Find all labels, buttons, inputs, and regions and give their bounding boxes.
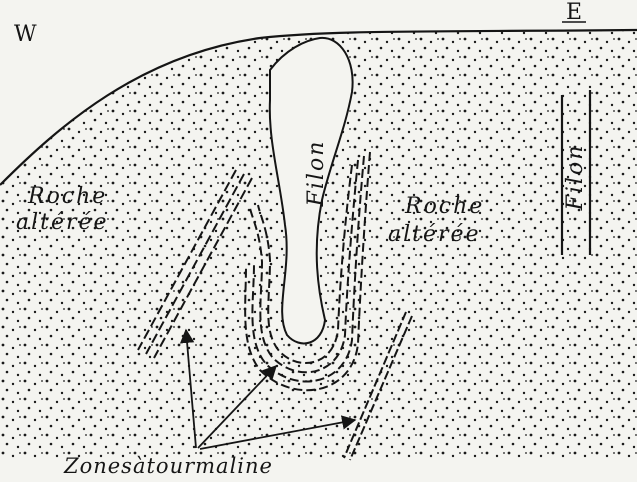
altered-rock-left-line1: Roche [28,186,107,208]
altered-rock-left-line2: altérée [16,212,109,234]
tourmaline-zones-label: Zonesàtourmaline [64,456,273,477]
east-label: E [566,2,582,24]
altered-rock-right-line2: altérée [388,224,481,246]
vein-label-right: Filon [565,142,587,212]
vein-label-center: Filon [306,138,328,208]
altered-rock-right-line1: Roche [405,196,484,218]
west-label: W [14,24,37,46]
